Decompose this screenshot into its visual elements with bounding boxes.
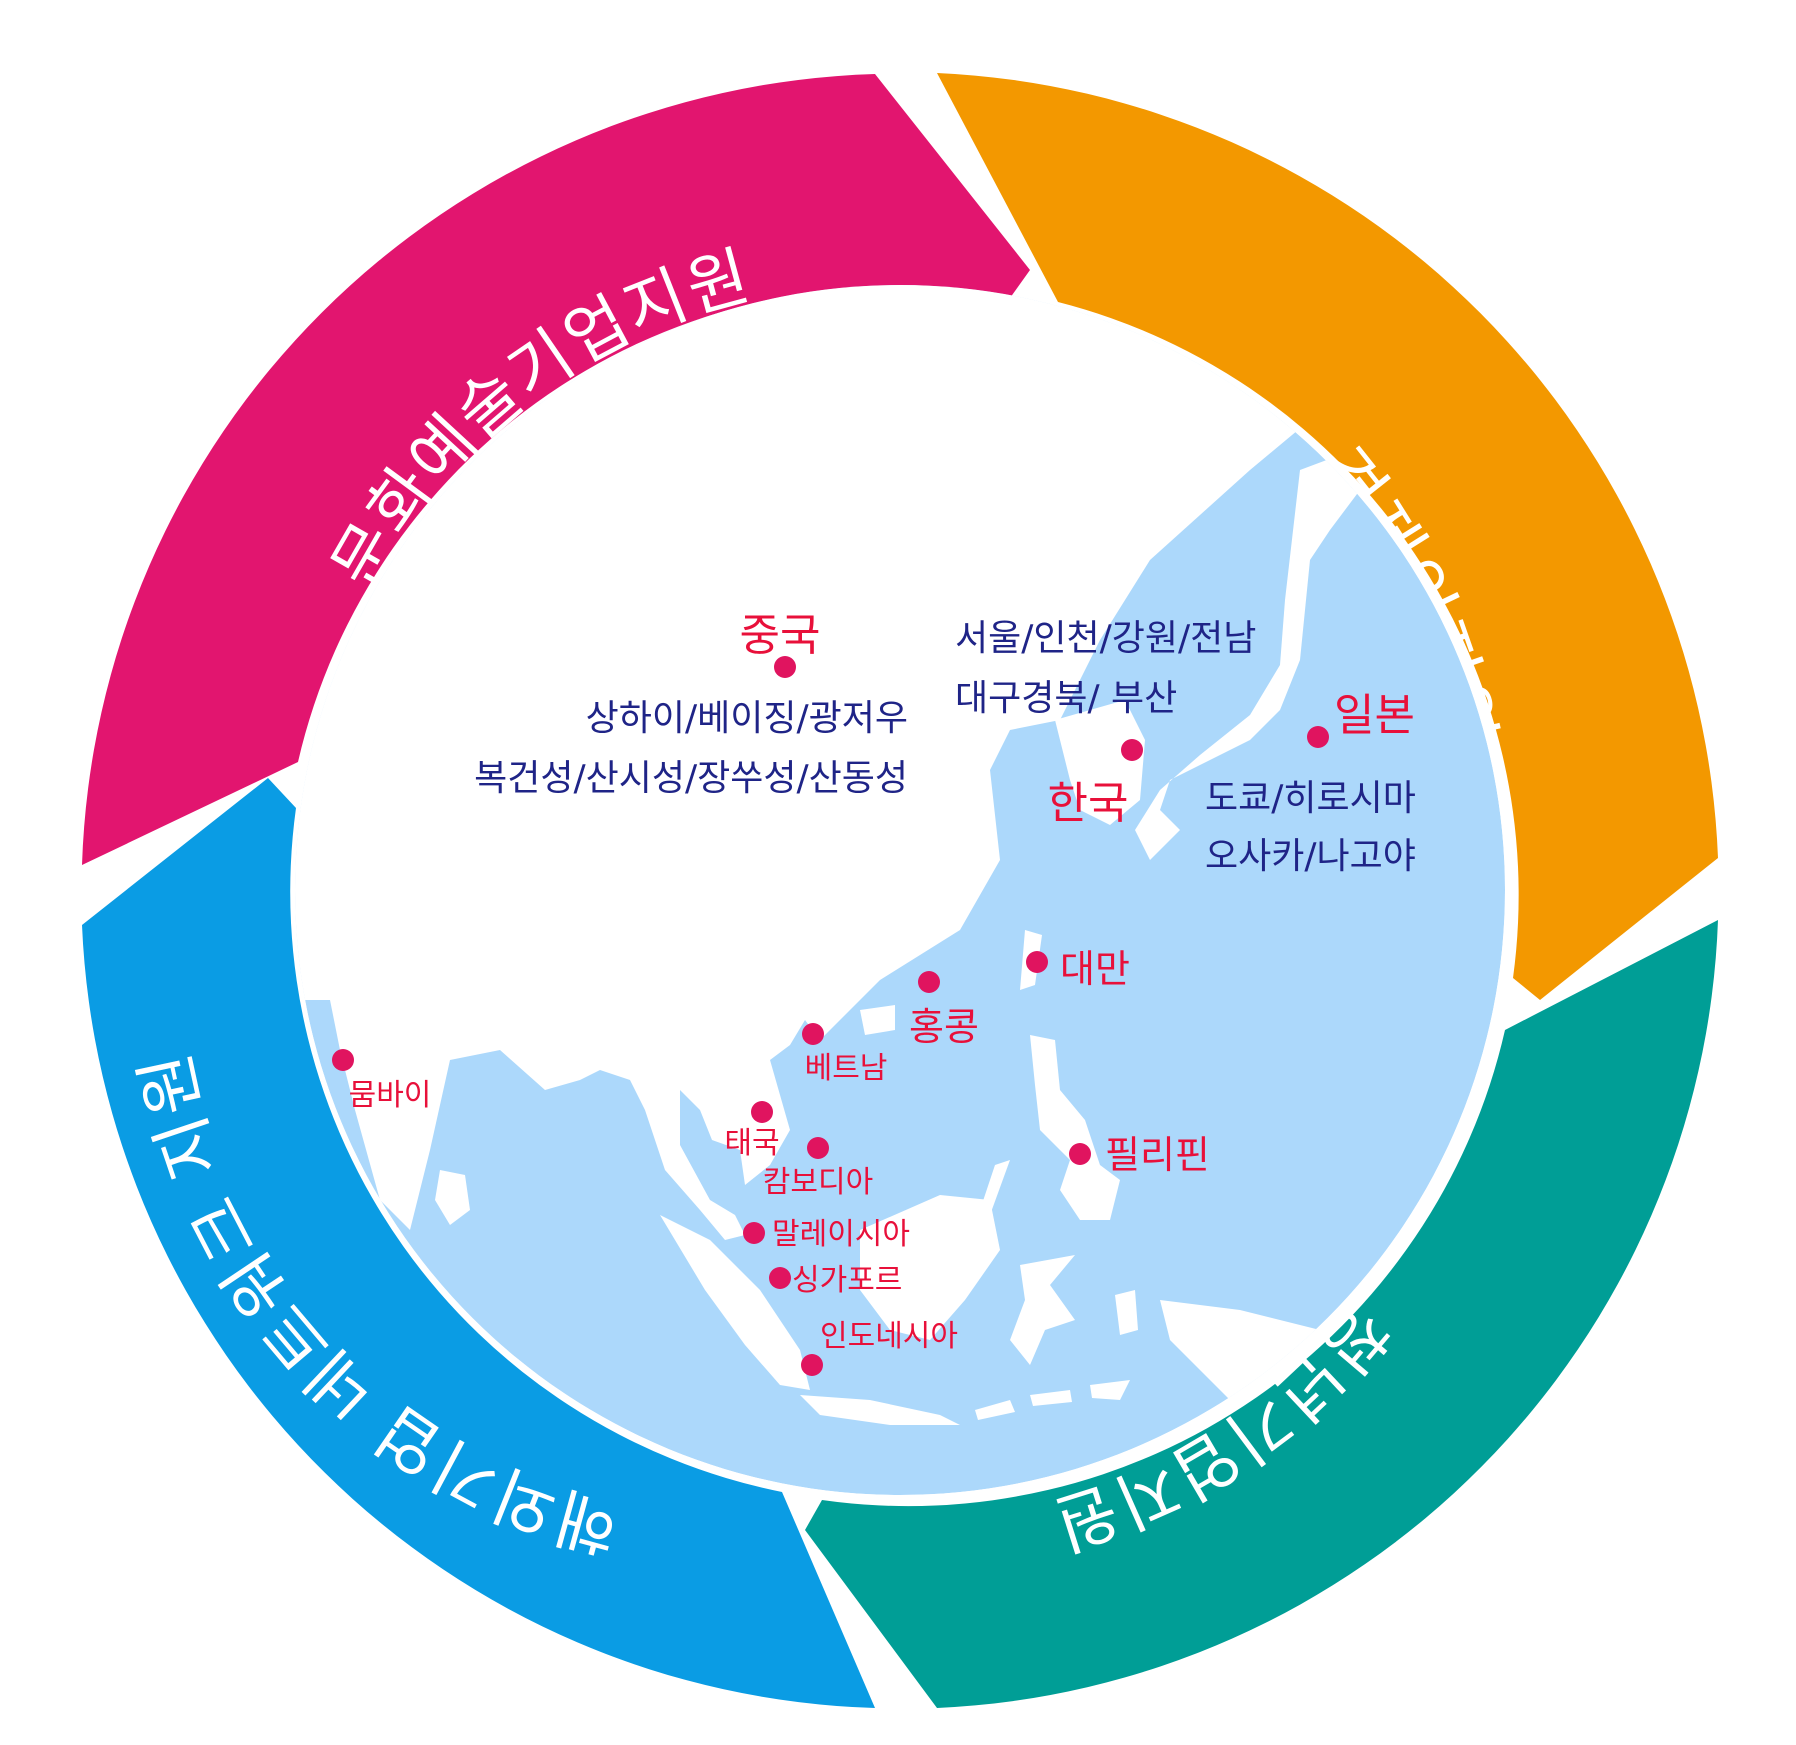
- korea-label: 한국: [1048, 778, 1129, 829]
- culture-support-arrow: [82, 74, 1030, 865]
- japan-cities-line-2: 오사카/나고야: [1205, 836, 1416, 877]
- malaysia-label: 말레이시아: [772, 1217, 910, 1252]
- mumbai-marker: [332, 1049, 354, 1071]
- thailand-label: 태국: [724, 1126, 779, 1161]
- china-cities-line-2: 복건성/산시성/장쑤성/산동성: [474, 758, 908, 799]
- land-masses: [295, 285, 1360, 1425]
- singapore-marker: [769, 1267, 791, 1289]
- cambodia-label: 캄보디아: [763, 1165, 873, 1200]
- korea-cities-line-2: 대구경북/ 부산: [955, 678, 1177, 719]
- singapore-label: 싱가포르: [792, 1263, 902, 1298]
- thailand-marker: [751, 1101, 773, 1123]
- japan-cities-line-1: 도쿄/히로시마: [1205, 778, 1416, 819]
- economy-support-arrow: [937, 73, 1718, 1000]
- youth-support-arrow: [805, 920, 1718, 1708]
- asia-map: [295, 285, 1505, 1495]
- indonesia-label: 인도네시아: [820, 1319, 958, 1354]
- hongkong-marker: [918, 971, 940, 993]
- korea-cities-line-1: 서울/인천/강원/전남: [955, 618, 1256, 659]
- place-labels: 중국 상하이/베이징/광저우 복건성/산시성/장쑤성/산동성 서울/인천/강원/…: [349, 610, 1416, 1354]
- vietnam-marker: [802, 1023, 824, 1045]
- philippines-label: 필리핀: [1105, 1133, 1210, 1177]
- cambodia-marker: [807, 1137, 829, 1159]
- china-label: 중국: [740, 610, 821, 661]
- philippines-marker: [1069, 1143, 1091, 1165]
- vietnam-label: 베트남: [805, 1051, 888, 1086]
- china-cities-line-1: 상하이/베이징/광저우: [586, 698, 908, 739]
- hongkong-label: 홍콩: [909, 1005, 979, 1049]
- japan-label: 일본: [1334, 690, 1415, 741]
- location-markers: [332, 656, 1329, 1376]
- korea-marker: [1121, 739, 1143, 761]
- indonesia-marker: [801, 1354, 823, 1376]
- china-marker: [774, 656, 796, 678]
- mumbai-label: 뭄바이: [349, 1078, 432, 1113]
- overseas-network-support-arrow: [82, 778, 875, 1708]
- taiwan-marker: [1026, 951, 1048, 973]
- japan-marker: [1307, 726, 1329, 748]
- malaysia-marker: [743, 1222, 765, 1244]
- taiwan-label: 대만: [1060, 947, 1130, 991]
